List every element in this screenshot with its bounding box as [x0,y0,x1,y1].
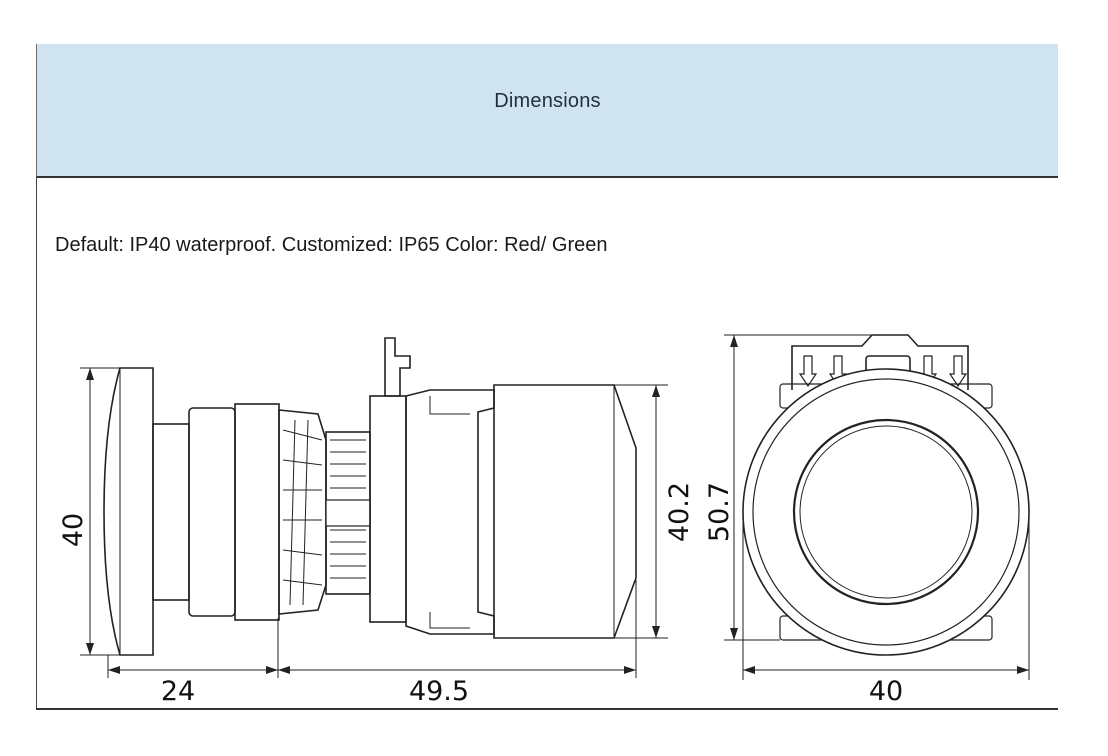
top-tab [384,337,411,397]
dim-front-width: 40 [869,676,903,707]
header-divider [36,176,1058,178]
button-cap [103,367,154,656]
dim-body-length: 49.5 [409,676,469,707]
dim-body-height: 40.2 [664,482,695,542]
dim-side-height: 40 [58,513,89,547]
ring [234,403,280,621]
clip-body [405,389,495,635]
mounting-flange [369,395,407,623]
bottom-border [36,708,1058,710]
switch-housing [493,384,637,639]
left-border [36,176,37,710]
collar [188,407,236,617]
outer-bezel [742,368,1030,656]
button-face [792,418,980,606]
button-neck [152,423,190,601]
section-title: Dimensions [494,90,601,112]
knurled-nut [278,409,327,615]
dim-front-height: 50.7 [704,482,735,542]
header-bar: Dimensions [36,44,1058,176]
dim-head-depth: 24 [161,676,195,707]
spec-note: Default: IP40 waterproof. Customized: IP… [55,234,608,256]
terminal-block [791,334,969,390]
